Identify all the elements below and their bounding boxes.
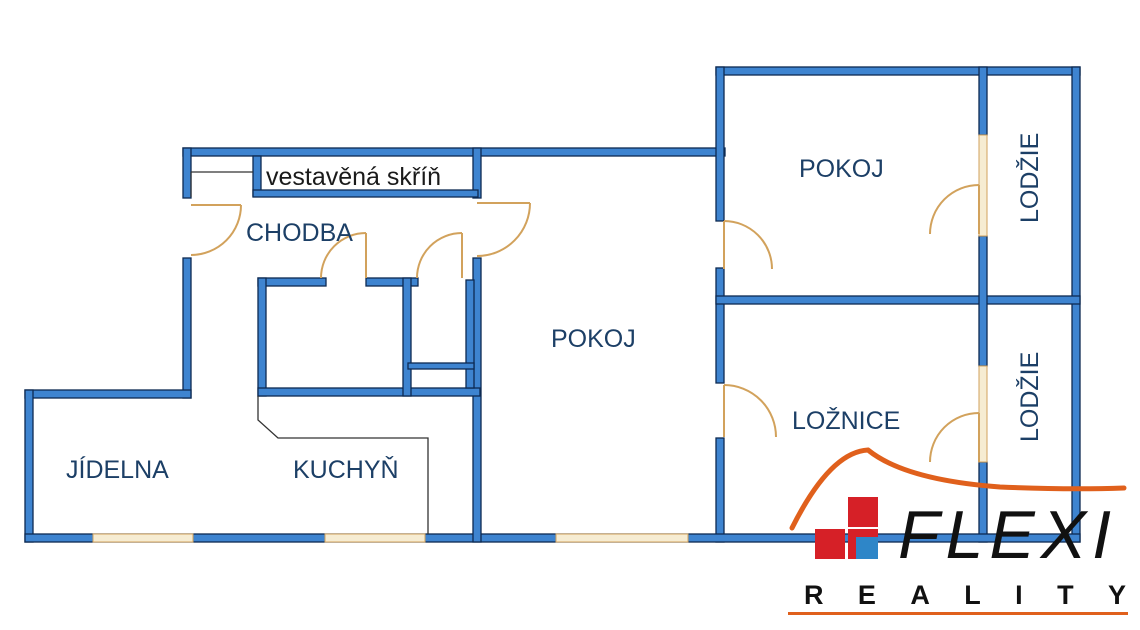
- wall-top-right: [715, 66, 1081, 76]
- kitchen-counter: [257, 396, 429, 534]
- wall-wc-shelf: [407, 362, 475, 370]
- closet-label: vestavěná skříň: [266, 163, 441, 191]
- wall-top-hall: [182, 147, 726, 157]
- living-room-label: POKOJ: [551, 325, 636, 353]
- room-labels: vestavěná skříň CHODBA POKOJ POKOJ LOŽNI…: [66, 133, 1044, 484]
- logo-square-red-left: [815, 529, 845, 559]
- wall-bath-bottom: [257, 387, 481, 397]
- wall-closet-bottom: [252, 189, 479, 198]
- doors: [190, 184, 980, 463]
- bedroom-label: LOŽNICE: [792, 406, 900, 435]
- wall-dining-top: [24, 389, 192, 399]
- window-dining: [92, 533, 194, 543]
- loggia-bottom-label: LODŽIE: [1015, 352, 1044, 442]
- door-loggia-top: [929, 184, 980, 235]
- kitchen-label: KUCHYŇ: [293, 455, 399, 484]
- wall-wc-divider: [402, 277, 412, 397]
- door-room-top: [723, 220, 773, 270]
- wall-left: [24, 389, 34, 543]
- storage-lines: [190, 171, 253, 197]
- window-living: [555, 533, 689, 543]
- wall-hall-left-top: [182, 147, 192, 199]
- wall-loggia-mid: [978, 235, 988, 367]
- door-bathroom: [320, 232, 367, 279]
- hall-label: CHODBA: [246, 219, 353, 247]
- wall-room-divider: [715, 295, 1081, 305]
- logo-square-red-top: [848, 497, 878, 527]
- wall-bath-top-a: [257, 277, 327, 287]
- loggia-top-label: LODŽIE: [1015, 133, 1044, 223]
- logo-underline: [788, 612, 1128, 615]
- wall-loggia-top-a: [978, 66, 988, 136]
- room-top-label: POKOJ: [799, 155, 884, 183]
- window-loggia-top: [978, 134, 988, 237]
- dining-label: JÍDELNA: [66, 455, 169, 484]
- wall-living-left: [472, 257, 482, 543]
- flexi-reality-logo: FLEXI REALITY: [788, 447, 1128, 615]
- wall-wc-right: [465, 279, 475, 389]
- wall-bottom: [24, 533, 1081, 543]
- logo-tagline-text: REALITY: [804, 580, 1126, 610]
- windows: [92, 134, 988, 543]
- wall-mid-upper-bottom: [715, 267, 725, 384]
- logo-roof-arc: [789, 447, 1127, 531]
- wall-hall-left-bottom: [182, 257, 192, 399]
- window-kitchen: [324, 533, 426, 543]
- wall-living-left-top: [472, 147, 482, 199]
- logo-tagline: REALITY: [804, 580, 1126, 610]
- door-entrance: [190, 204, 242, 256]
- door-loggia-bottom: [929, 412, 980, 463]
- wall-bath-left: [257, 277, 267, 397]
- walls: [24, 66, 1081, 543]
- wall-bath-top-b: [365, 277, 419, 287]
- door-wc: [416, 232, 463, 279]
- door-bedroom: [723, 384, 777, 438]
- logo-brand-text: FLEXI: [898, 497, 1117, 573]
- door-living: [476, 202, 531, 257]
- window-loggia-bottom: [978, 365, 988, 463]
- wall-mid-upper-top: [715, 66, 725, 222]
- wall-mid-lower: [715, 437, 725, 543]
- logo-square-blue: [856, 537, 878, 559]
